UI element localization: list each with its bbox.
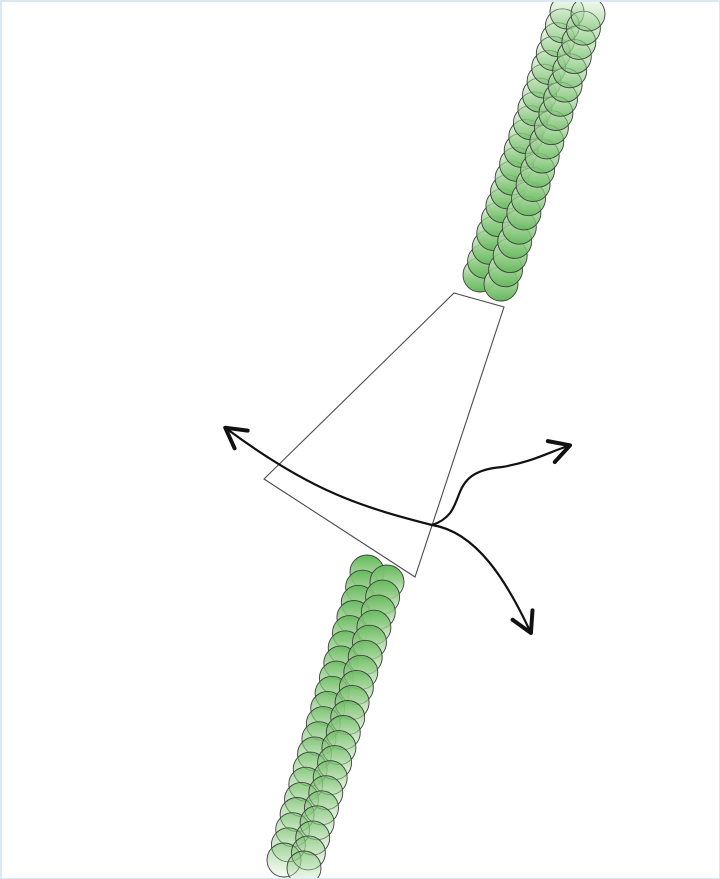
lower-right-arrow <box>430 523 535 635</box>
lower-filament <box>266 554 405 878</box>
right-upper-arrow <box>430 439 573 527</box>
connector-wedge <box>263 292 505 578</box>
filament-bead <box>570 2 606 32</box>
left-upper-arrow <box>223 425 434 527</box>
filament-bead <box>286 850 322 878</box>
upper-filament <box>462 2 606 302</box>
